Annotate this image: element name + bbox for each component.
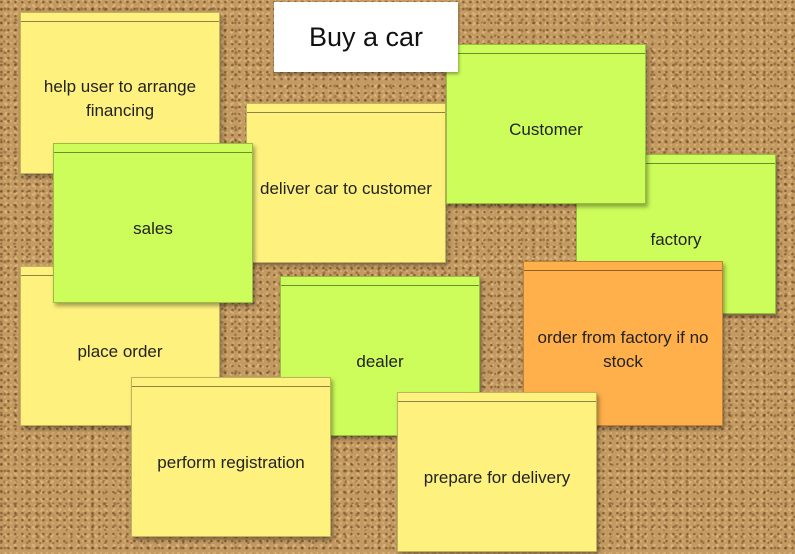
note-label: sales (133, 219, 173, 238)
note-label: order from factory if no stock (537, 327, 709, 371)
note-label: dealer (356, 352, 404, 371)
note-order-from-factory[interactable]: order from factory if no stock (523, 261, 723, 426)
note-perform-registration[interactable]: perform registration (131, 377, 331, 537)
note-label: place order (77, 342, 163, 361)
note-label: perform registration (157, 453, 305, 472)
note-label: deliver car to customer (260, 179, 432, 198)
note-prepare-delivery[interactable]: prepare for delivery (397, 392, 597, 552)
note-label: help user to arrange financing (43, 77, 197, 120)
note-customer[interactable]: Customer (446, 44, 646, 204)
note-label: prepare for delivery (423, 468, 571, 487)
board-title: Buy a car (308, 21, 424, 52)
note-deliver-car[interactable]: deliver car to customer (246, 103, 446, 263)
note-sales[interactable]: sales (53, 143, 253, 303)
note-label: factory (650, 230, 702, 249)
note-label: Customer (509, 120, 583, 139)
board-title-card[interactable]: Buy a car (274, 2, 458, 72)
